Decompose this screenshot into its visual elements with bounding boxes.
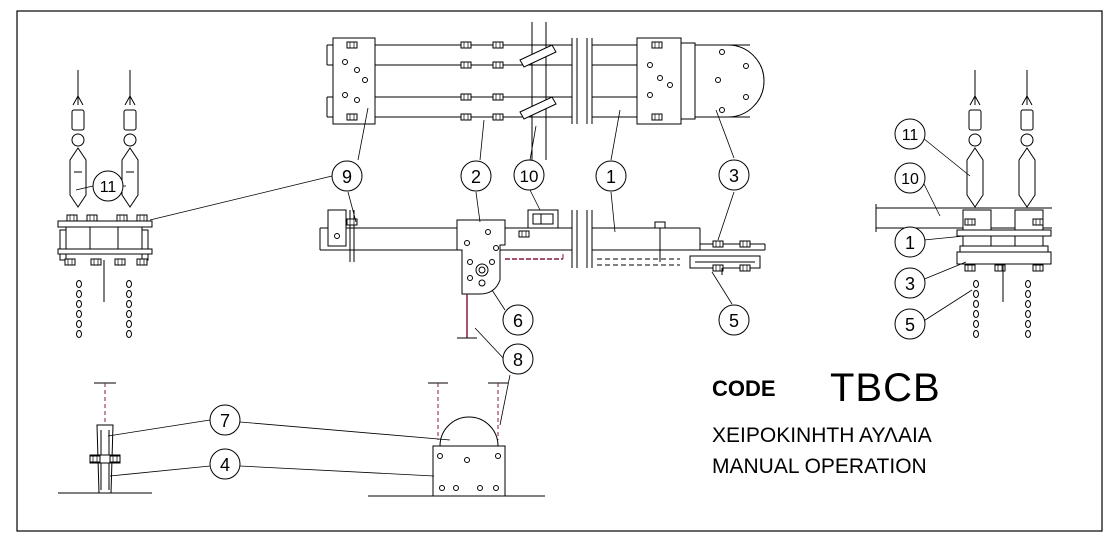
callout-7: 7 (209, 404, 241, 436)
callout-3-right: 3 (894, 267, 926, 299)
callout-10-right-label: 10 (901, 171, 919, 188)
code-value: TBCB (830, 366, 941, 410)
middle-elevation-view (319, 209, 766, 339)
callout-2-label: 2 (471, 167, 481, 187)
callout-9-label: 9 (342, 167, 352, 187)
bottom-views (58, 382, 545, 497)
callout-5-right: 5 (894, 308, 926, 340)
callout-3-right-label: 3 (905, 274, 915, 294)
callout-10-label: 10 (520, 167, 539, 186)
callout-10-right: 10 (894, 162, 926, 194)
callout-6-label: 6 (513, 311, 523, 331)
drawing-frame (16, 10, 1103, 532)
left-section-view (57, 70, 153, 338)
callout-5-right-label: 5 (905, 315, 915, 335)
right-section-view (875, 70, 1052, 338)
callout-3-top: 3 (718, 159, 750, 191)
callout-1-label: 1 (606, 167, 616, 187)
title-english: MANUAL OPERATION (712, 455, 927, 478)
callout-3-label: 3 (729, 166, 739, 186)
title-greek: ΧΕΙΡΟΚΙΝΗΤΗ ΑΥΛΑΙΑ (712, 424, 932, 447)
callout-4-label: 4 (220, 455, 230, 475)
callout-10-top: 10 (513, 159, 545, 191)
callout-11-right: 11 (894, 118, 926, 150)
callout-5-label: 5 (729, 311, 739, 331)
callout-6: 6 (502, 304, 534, 336)
callout-5-mid: 5 (718, 304, 750, 336)
callout-8-label: 8 (513, 350, 523, 370)
code-label: CODE (712, 376, 776, 401)
callout-1-top: 1 (595, 160, 627, 192)
callout-11-left: 11 (92, 170, 124, 202)
callout-1-right-label: 1 (905, 233, 915, 253)
callout-11-label: 11 (100, 179, 117, 196)
top-plan-view (326, 22, 765, 160)
callout-8: 8 (502, 343, 534, 375)
leader-lines (75, 107, 973, 477)
callout-4: 4 (209, 448, 241, 480)
callout-7-label: 7 (220, 411, 230, 431)
callout-2: 2 (460, 160, 492, 192)
callout-1-right: 1 (894, 226, 926, 258)
callout-11-right-label: 11 (902, 127, 919, 144)
callout-9: 9 (331, 160, 363, 192)
